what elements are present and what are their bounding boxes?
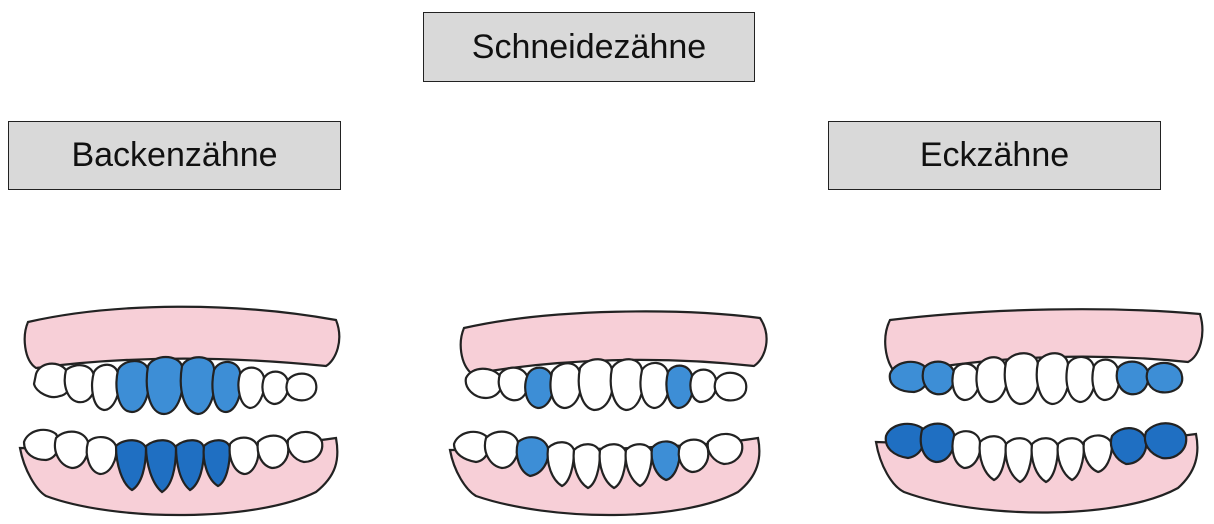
denture-illustration-front-teeth bbox=[6, 300, 346, 524]
label-backenzaehne[interactable]: Backenzähne bbox=[8, 121, 341, 190]
label-text: Eckzähne bbox=[920, 136, 1069, 175]
label-eckzaehne[interactable]: Eckzähne bbox=[828, 121, 1161, 190]
label-schneidezaehne[interactable]: Schneidezähne bbox=[423, 12, 755, 82]
label-text: Backenzähne bbox=[71, 136, 277, 175]
denture-illustration-canines bbox=[442, 300, 772, 524]
label-text: Schneidezähne bbox=[472, 28, 706, 67]
denture-illustration-back-teeth bbox=[870, 294, 1208, 524]
